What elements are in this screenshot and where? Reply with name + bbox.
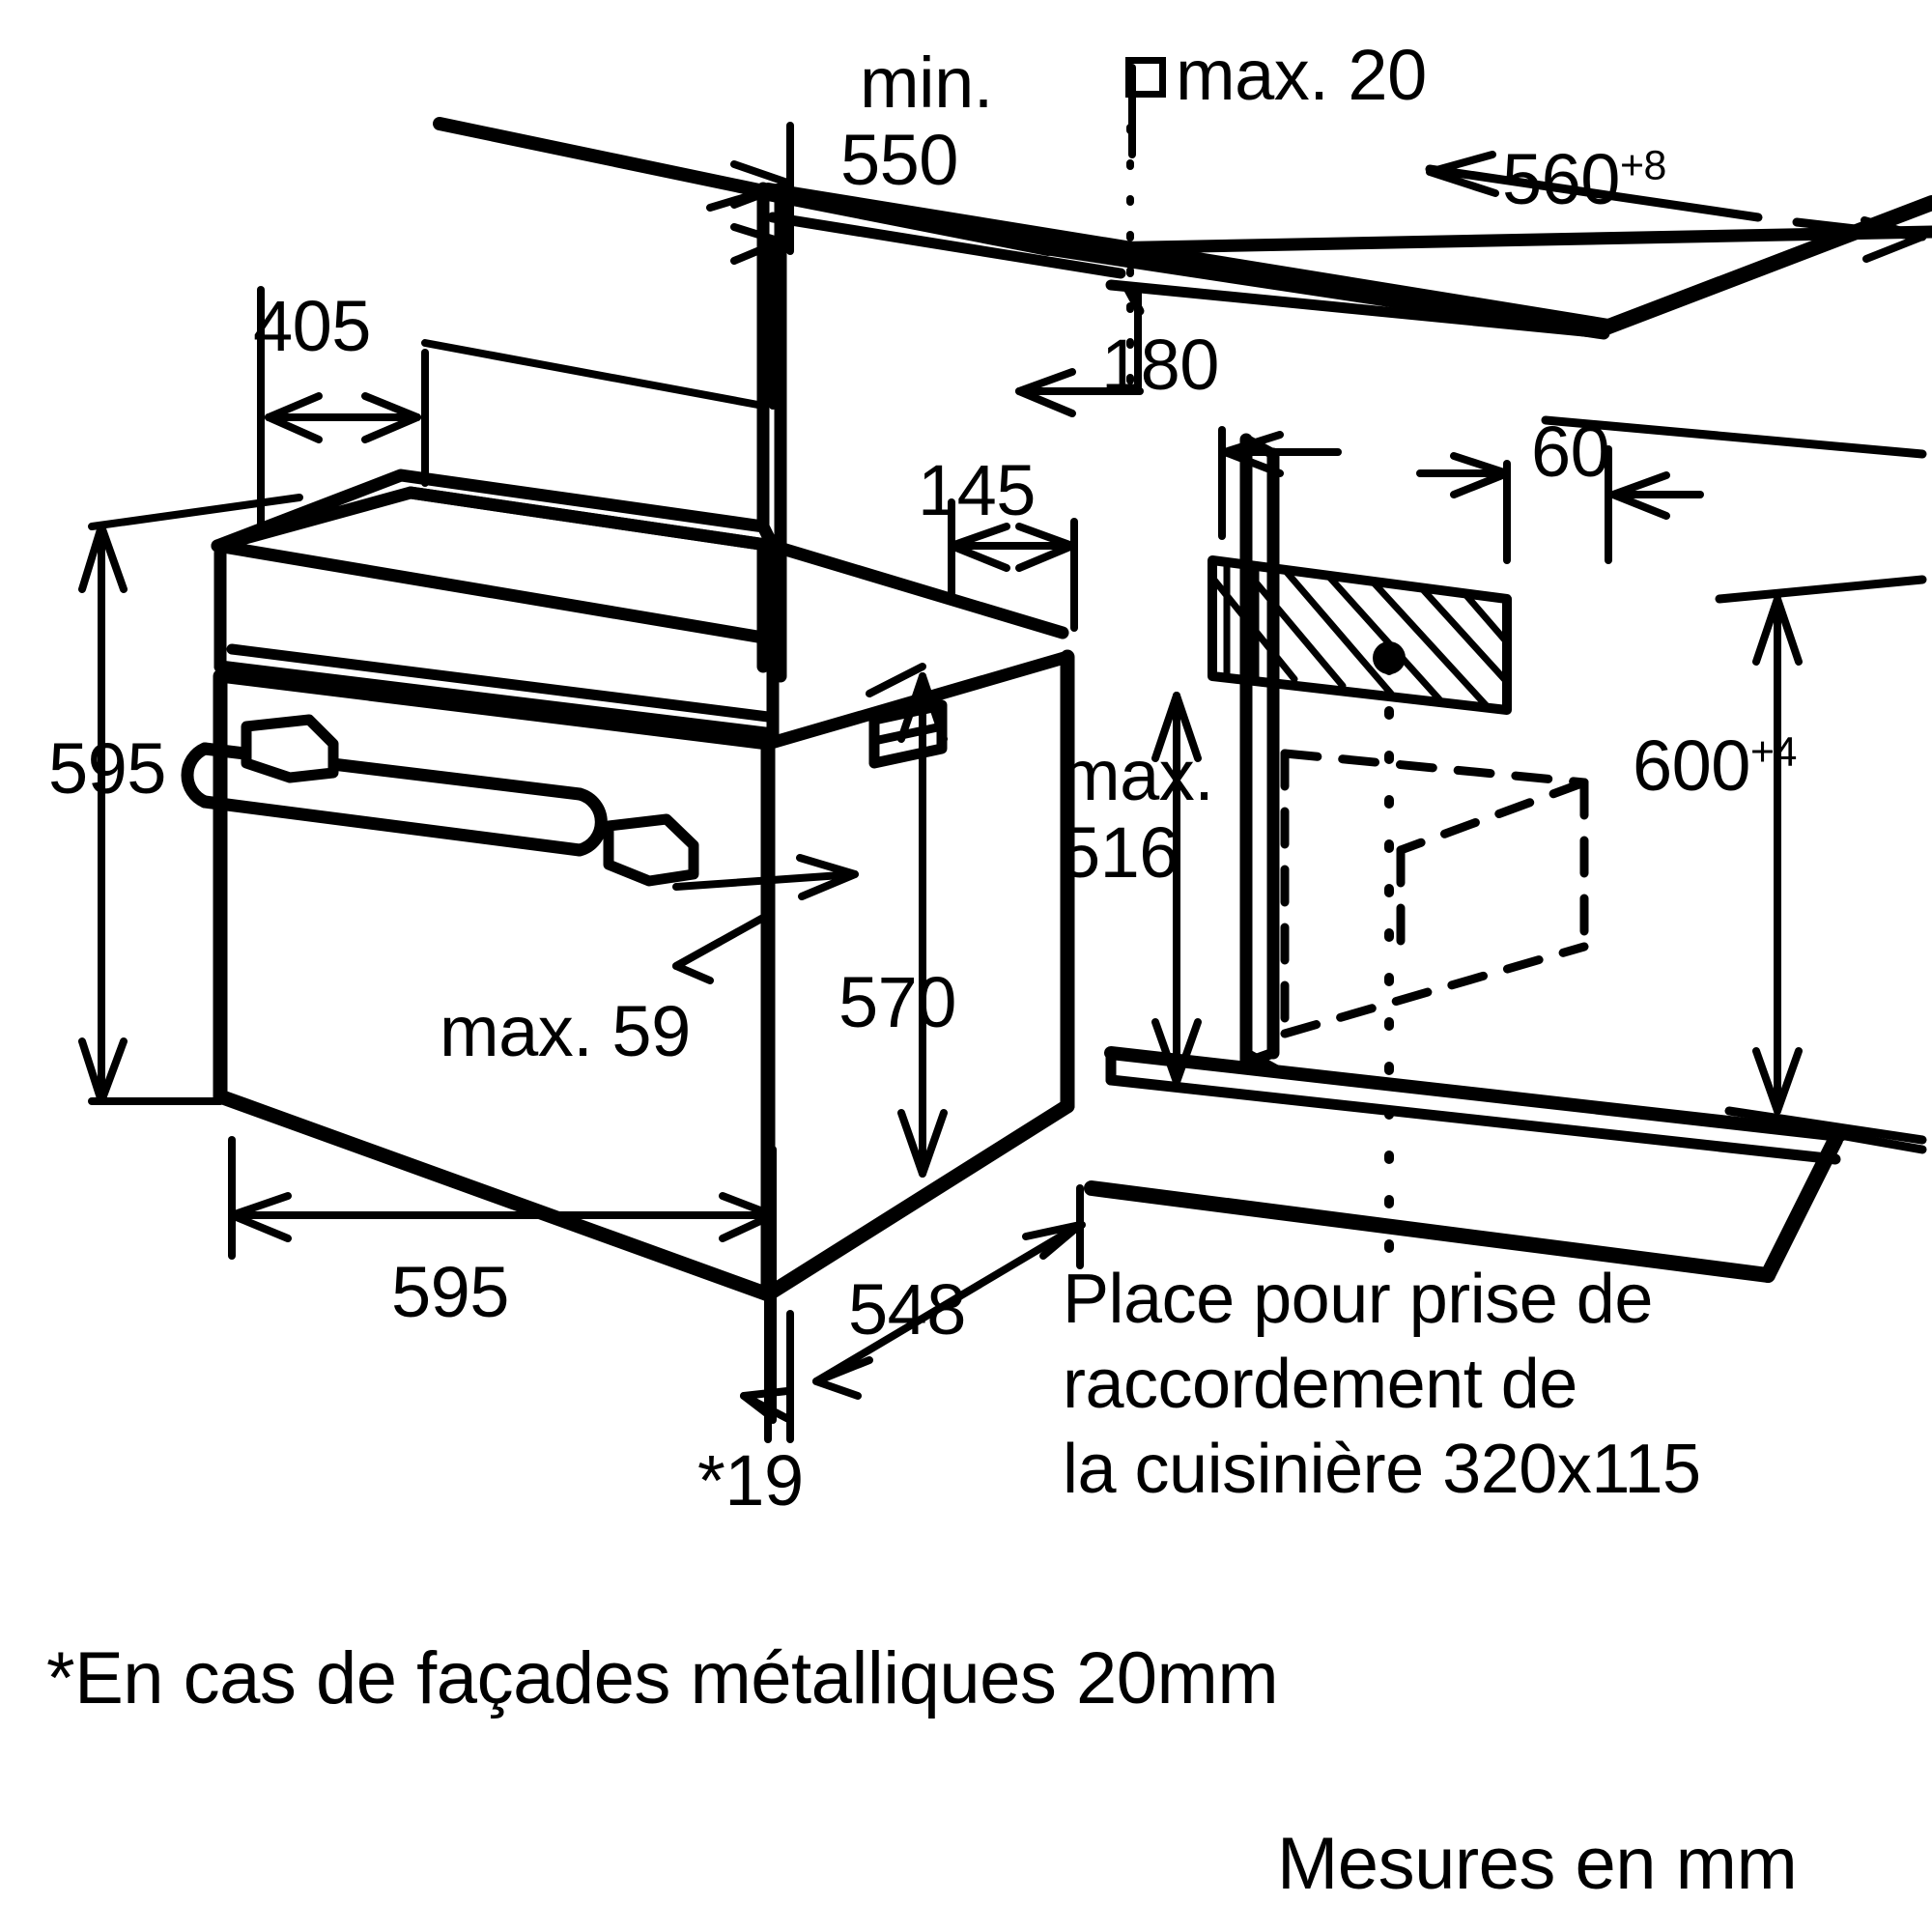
cabinet-roof-thickness xyxy=(767,212,1126,279)
label-max-door-projection-prefix: max. xyxy=(1061,735,1214,815)
cabinet-top-far-edge xyxy=(1041,225,1932,256)
label-max-gap: max. 20 xyxy=(1176,35,1427,115)
cabinet-bottom-upper xyxy=(1104,1046,1847,1142)
cabinet-top-inner xyxy=(1105,279,1609,339)
socket-hatched-block xyxy=(1208,555,1512,715)
worktop-edge-left xyxy=(433,117,780,200)
label-min-depth-value: 550 xyxy=(840,120,958,200)
oven-handle-cap xyxy=(181,742,212,809)
label-max-door-projection-value: 516 xyxy=(1061,812,1179,893)
label-niche-width: 560+8 xyxy=(1502,142,1666,217)
label-niche-height: 600+4 xyxy=(1633,728,1797,804)
label-max-door-gap: max. 59 xyxy=(440,991,691,1071)
label-body-width: 595 xyxy=(391,1252,509,1332)
oven-panel-inner xyxy=(226,643,774,723)
label-oven-depth: 570 xyxy=(838,962,956,1042)
cabinet-bottom-notch xyxy=(1241,1048,1290,1079)
socket-note-line-1: Place pour prise de xyxy=(1063,1261,1653,1338)
oven-handle-mount-right xyxy=(603,813,699,887)
socket-note-line-3: la cuisinière 320x115 xyxy=(1063,1431,1701,1508)
label-plinth-note: *19 xyxy=(697,1440,804,1520)
oven-handle-mount-left xyxy=(241,714,339,783)
socket-center-dot xyxy=(1373,641,1406,674)
label-side-offset: 60 xyxy=(1531,412,1610,492)
label-niche-height-value: 600 xyxy=(1633,725,1750,806)
oven-top-front-edge xyxy=(211,539,770,644)
niche-inner-dashed xyxy=(1280,749,1589,1038)
label-niche-width-value: 560 xyxy=(1502,139,1620,219)
label-min-depth-prefix: min. xyxy=(860,43,993,123)
cabinet-roof-front xyxy=(760,183,1616,334)
cabinet-bottom-right-edge xyxy=(1760,1132,1843,1283)
footnote-metal-facades: *En cas de façades métalliques 20mm xyxy=(46,1637,1279,1719)
oven-top-to-back xyxy=(766,539,1069,639)
oven-top-face xyxy=(211,469,780,553)
floor-front-edge xyxy=(1084,1180,1776,1283)
label-front-width: 405 xyxy=(253,286,371,366)
socket-note-line-2: raccordement de xyxy=(1063,1346,1577,1423)
right-extension-lines xyxy=(1541,415,1927,1154)
oven-door-top-edge xyxy=(213,669,775,751)
label-appliance-height: 595 xyxy=(48,728,166,809)
oven-side-latch-line xyxy=(869,722,947,746)
label-niche-height-tol: +4 xyxy=(1749,728,1797,776)
oven-handle-cap-right xyxy=(573,787,608,857)
oven-panel-bottom xyxy=(213,660,780,741)
label-cable-offset: 145 xyxy=(918,450,1036,530)
footnote-measures-unit: Mesures en mm xyxy=(1277,1823,1798,1905)
square-symbol-icon xyxy=(1125,57,1166,98)
label-max-gap-wrap: max. 20 xyxy=(1125,38,1427,113)
oven-handle-bottom xyxy=(198,795,586,857)
dimension-lines xyxy=(78,64,1927,1443)
label-top-offset: 180 xyxy=(1101,325,1219,405)
oven-top-back-edge xyxy=(404,486,780,553)
cabinet-bottom-lower xyxy=(1105,1074,1841,1165)
label-body-depth: 548 xyxy=(848,1269,966,1350)
oven-door-bottom-edge xyxy=(213,1089,776,1302)
label-niche-width-tol: +8 xyxy=(1619,142,1666,189)
oven-side-bottom xyxy=(760,1098,1075,1302)
